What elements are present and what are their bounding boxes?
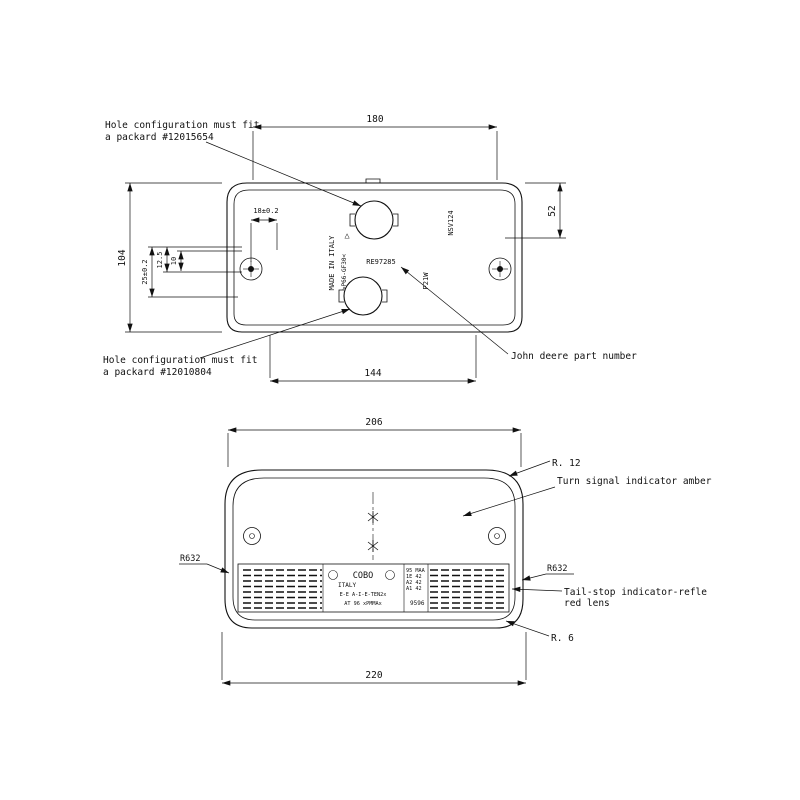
reflector-band: COBO ITALY E-E A-I-E-TEN2x AT 96 xPMMAx … <box>237 563 510 613</box>
dim-12-5-label: 12.5 <box>156 252 164 269</box>
note-hole-bottom-line2: a packard #12010804 <box>103 367 212 378</box>
note-hole-top-line1: Hole configuration must fit <box>105 120 259 131</box>
note-hole-top-line2: a packard #12015654 <box>105 132 214 143</box>
r632-right-label: R632 <box>547 564 567 574</box>
dim-right-label: 52 <box>547 205 558 216</box>
lens-screw-left <box>243 527 261 545</box>
r12-label: R. 12 <box>552 458 581 469</box>
dim-right-52: 52 <box>505 182 566 239</box>
lens-code-column: 95 MAA 1E 42 A2 42 A1 42 9596 <box>406 568 426 607</box>
material-marking-lens: AT 96 xPMMAx <box>344 601 381 607</box>
offset-extension-lines <box>148 246 242 298</box>
note-john-deere: John deere part number <box>400 266 637 362</box>
dim-bottom-label: 144 <box>364 368 381 379</box>
bulb-hole-top <box>349 200 399 240</box>
r6-label: R. 6 <box>551 633 574 644</box>
dim-width-180: 180 <box>252 114 498 180</box>
note-hole-bottom: Hole configuration must fit a packard #1… <box>103 308 351 378</box>
country-marking: ITALY <box>338 582 356 589</box>
turn-signal-label: Turn signal indicator amber <box>557 476 712 487</box>
note-turn-signal: Turn signal indicator amber <box>462 476 712 517</box>
dim-220-label: 220 <box>365 670 382 681</box>
mounting-boss-right <box>488 257 512 281</box>
star-mark-top <box>367 511 379 523</box>
made-in-italy-marking: MADE IN ITALY <box>328 235 336 291</box>
code-line: 1E 42 <box>406 574 422 580</box>
brand-marking: COBO <box>353 571 373 581</box>
code-line: A2 42 <box>406 580 422 586</box>
dim-left-104: 104 <box>117 182 222 333</box>
dim-25-label: 25±0.2 <box>141 259 149 284</box>
dim-bottom-144: 144 <box>269 335 477 384</box>
code-line: A1 42 <box>406 586 422 592</box>
note-tail-stop: Tail-stop indicator-refle red lens <box>511 586 707 609</box>
tail-stop-line2: red lens <box>564 598 610 609</box>
tail-stop-line1: Tail-stop indicator-refle <box>564 587 707 598</box>
bottom-view: COBO ITALY E-E A-I-E-TEN2x AT 96 xPMMAx … <box>179 417 712 686</box>
bulb-type-marking: P21W <box>422 272 430 290</box>
r632-left-label: R632 <box>180 554 200 564</box>
e-mark-icon <box>385 570 395 580</box>
dim-206-label: 206 <box>365 417 382 428</box>
dim-left-label: 104 <box>117 249 128 266</box>
callout-r12: R. 12 <box>508 458 581 477</box>
dim-offset-10: 10 <box>170 251 184 271</box>
note-hole-top: Hole configuration must fit a packard #1… <box>105 120 362 207</box>
ribbing-left <box>243 569 322 609</box>
top-view: MADE IN ITALY >P66-GF30< RE97285 P21W NS… <box>103 114 637 384</box>
note-john-deere-label: John deere part number <box>511 351 637 362</box>
star-mark-bottom <box>367 540 379 552</box>
approval-marking: E-E A-I-E-TEN2x <box>340 592 387 598</box>
dim-top-206: 206 <box>227 417 522 467</box>
note-hole-bottom-line1: Hole configuration must fit <box>103 355 257 366</box>
callout-r6: R. 6 <box>505 620 574 644</box>
bulb-hole-bottom <box>338 276 388 316</box>
recycle-icon: △ <box>344 231 350 241</box>
part-number-marking: RE97285 <box>366 258 396 266</box>
dim-bottom-220: 220 <box>221 632 527 686</box>
ribbing-right <box>430 569 505 609</box>
dim-10-label: 10 <box>170 257 178 265</box>
material-marking: >P66-GF30< <box>341 254 348 291</box>
dim-offset-18: 18±0.2 <box>250 207 279 262</box>
center-line <box>367 492 379 560</box>
top-tab <box>365 178 381 183</box>
callout-r632-left: R632 <box>179 554 230 574</box>
lens-marking-block: COBO ITALY E-E A-I-E-TEN2x AT 96 xPMMAx <box>328 570 395 607</box>
mold-code-marking: NSV124 <box>447 210 455 235</box>
dim-offset-25: 25±0.2 <box>141 247 155 297</box>
code-line: 95 MAA <box>406 568 426 574</box>
callout-r632-right: R632 <box>521 564 574 581</box>
housing-outline <box>226 178 523 333</box>
dim-width-label: 180 <box>366 114 383 125</box>
batch-number: 9596 <box>410 600 425 607</box>
dim-offset-12-5: 12.5 <box>156 247 170 272</box>
lens-screw-right <box>488 527 506 545</box>
dim-18-label: 18±0.2 <box>253 207 278 215</box>
lens-outline <box>224 469 524 629</box>
e-mark-icon <box>328 570 338 580</box>
